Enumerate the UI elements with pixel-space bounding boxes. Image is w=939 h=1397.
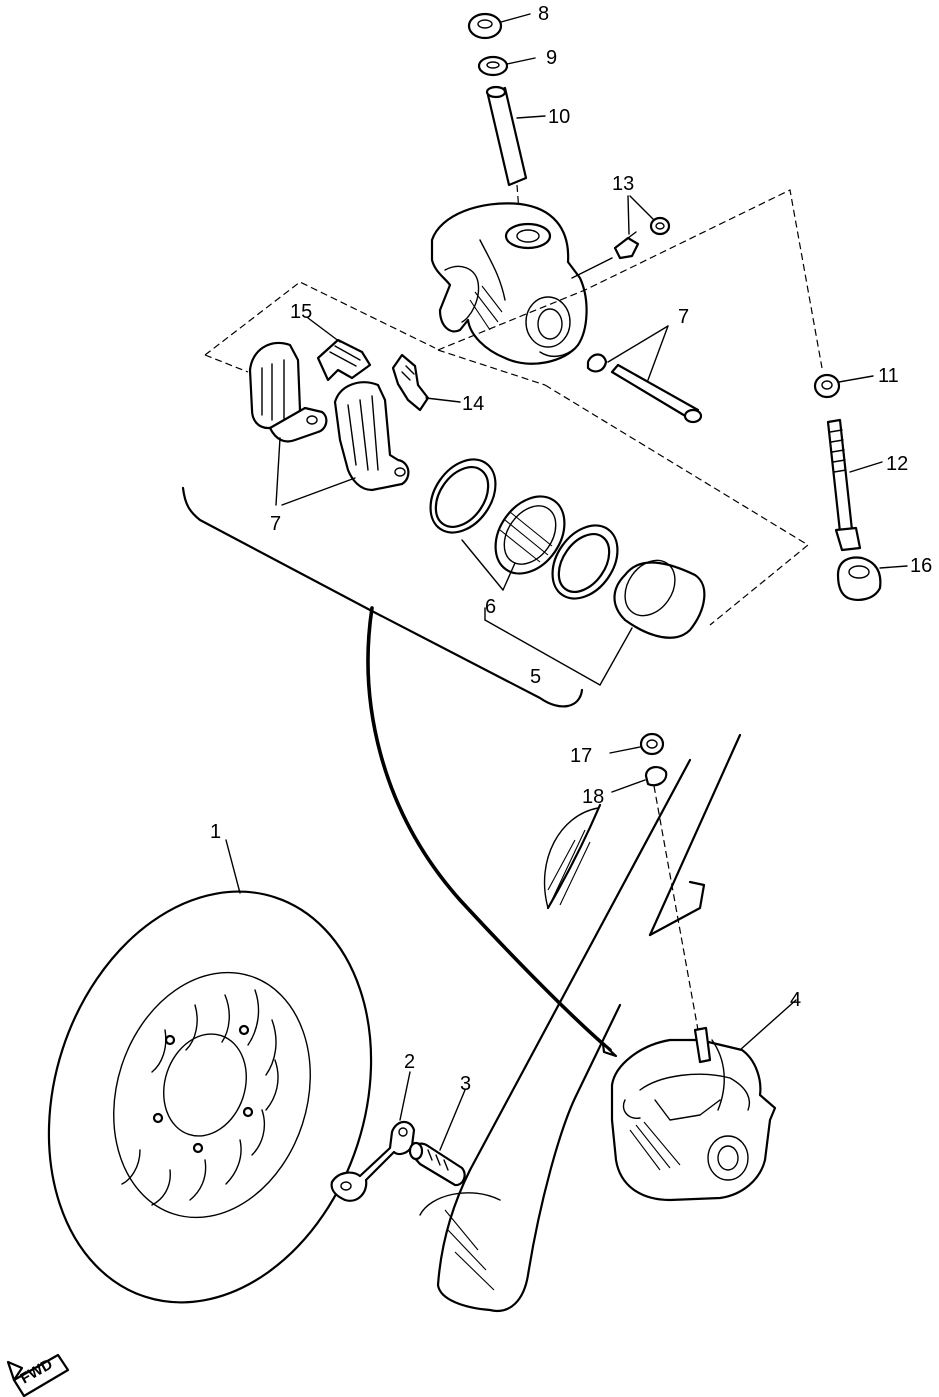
part-brake-disc-1 <box>47 839 373 1304</box>
part-pad-spring-15 <box>307 317 372 382</box>
part-lock-plate-2 <box>330 1071 416 1202</box>
part-sleeve-10 <box>485 85 546 226</box>
callout-15: 15 <box>290 301 312 323</box>
callout-12: 12 <box>886 453 908 475</box>
part-nut-11 <box>813 373 874 399</box>
brake-hose <box>366 606 612 1052</box>
part-cap-17 <box>609 732 665 756</box>
part-seals-6 <box>429 458 619 600</box>
part-bolt-12 <box>826 418 883 552</box>
callout-18: 18 <box>582 786 604 808</box>
callout-10: 10 <box>548 106 570 128</box>
part-screw-18 <box>611 766 699 1031</box>
callout-2: 2 <box>404 1051 415 1073</box>
part-nut-16 <box>836 556 908 601</box>
callout-7-pads: 7 <box>270 513 281 535</box>
callout-11: 11 <box>878 365 899 387</box>
callout-7-pin: 7 <box>678 306 689 328</box>
part-brake-pads-7 <box>248 342 410 506</box>
part-caliper-bracket <box>430 202 588 365</box>
callout-1: 1 <box>210 821 221 843</box>
callout-14: 14 <box>462 393 484 415</box>
part-bleed-screw-13 <box>571 195 671 279</box>
fork-leg <box>419 733 742 1313</box>
callout-8: 8 <box>538 3 549 25</box>
part-washer-9 <box>477 55 536 77</box>
assembly-boundary <box>204 189 823 626</box>
hose-arrow-icon <box>601 1042 618 1058</box>
part-cap-8 <box>467 12 531 40</box>
callout-17: 17 <box>570 745 592 767</box>
part-piston-5 <box>484 559 706 686</box>
callout-4: 4 <box>790 989 801 1011</box>
callout-5: 5 <box>530 666 541 688</box>
fwd-arrow-icon: FWD <box>6 1353 70 1397</box>
callout-13: 13 <box>612 173 634 195</box>
part-bolt-3 <box>408 1089 466 1187</box>
part-pin-7 <box>586 325 703 424</box>
callout-3: 3 <box>460 1073 471 1095</box>
part-caliper-body-4 <box>610 999 797 1202</box>
part-shim-14 <box>391 353 461 412</box>
callout-9: 9 <box>546 47 557 69</box>
callout-6: 6 <box>485 596 496 618</box>
callout-16: 16 <box>910 555 932 577</box>
